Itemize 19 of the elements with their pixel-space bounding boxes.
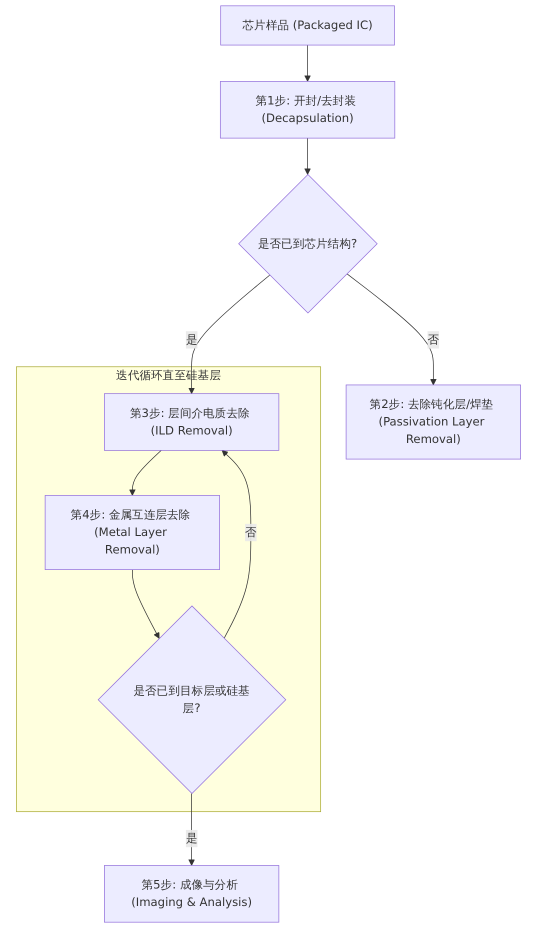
- node-box: 第4步: 金属互连层去除 (Metal Layer Removal): [44, 495, 220, 570]
- node-box: 第3步: 层间介电质去除 (ILD Removal): [104, 393, 280, 451]
- arrow: [304, 44, 311, 82]
- arrow: [304, 138, 311, 175]
- arrow: [346, 273, 437, 386]
- arrow: [132, 569, 160, 639]
- edge-label: 否: [428, 332, 440, 346]
- edge-label: 否: [245, 525, 257, 540]
- arrow: [222, 450, 252, 639]
- node-box: 芯片样品 (Packaged IC): [220, 5, 395, 46]
- edge-label: 是: [186, 831, 198, 846]
- node-box: 第2步: 去除钝化层/焊垫 (Passivation Layer Removal): [346, 384, 521, 460]
- node-diamond: 是否已到目标层或硅基层?: [98, 605, 286, 794]
- node-box: 第1步: 开封/去封装 (Decapsulation): [220, 81, 396, 138]
- arrow: [129, 450, 162, 496]
- node-box: 第5步: 成像与分析 (Imaging & Analysis): [104, 865, 280, 923]
- arrow: [188, 274, 270, 394]
- edge-label: 是: [186, 332, 198, 346]
- node-diamond: 是否已到芯片结构?: [238, 174, 378, 314]
